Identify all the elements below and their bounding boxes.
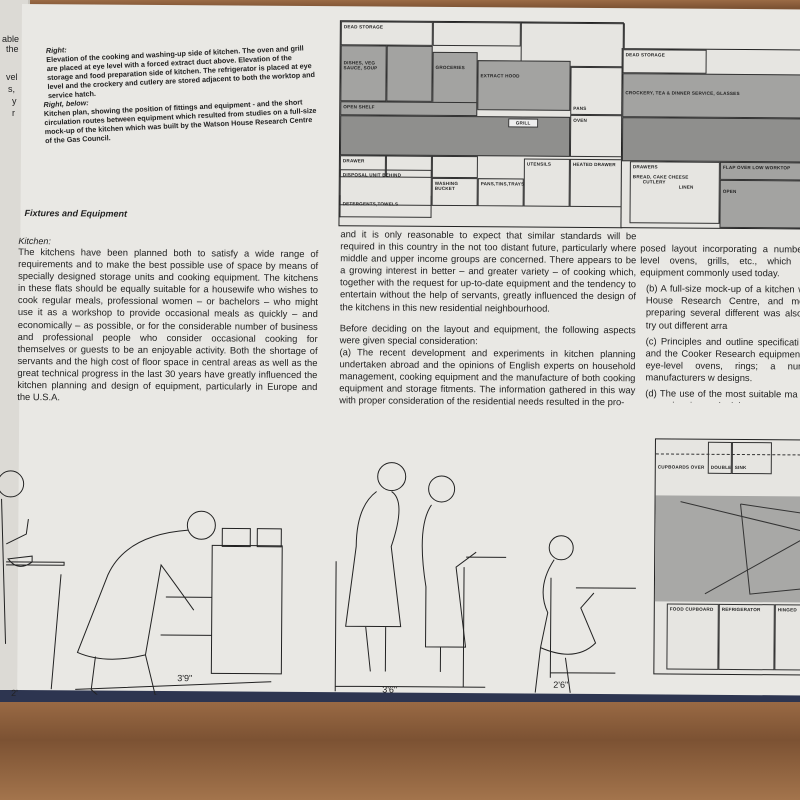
wooden-table-bottom	[0, 700, 800, 800]
cell	[621, 117, 800, 163]
label-sink: SINK	[731, 441, 772, 475]
label-extract-hood: EXTRACT HOOD	[477, 60, 571, 111]
fragment: able	[2, 34, 20, 44]
kitchen-plan: CUPBOARDS OVER DOUBLE SINK FOOD CUPBOARD…	[653, 438, 800, 676]
figure-standing-pair	[334, 462, 507, 692]
cell	[386, 45, 433, 102]
label-groceries: GROCERIES	[432, 51, 478, 109]
label-open-shelf: OPEN SHELF	[340, 101, 478, 117]
paragraph: posed layout incorporating a number of e…	[640, 242, 800, 279]
label-dishes: DISHES, VEG SAUCE, SOUP	[340, 45, 387, 102]
right-page: Right: Elevation of the cooking and wash…	[0, 4, 800, 699]
label-washing-bucket: WASHING BUCKET	[431, 177, 478, 207]
figure-mixing	[0, 470, 65, 690]
figure-seated	[534, 535, 636, 693]
label-grill: GRILL	[508, 118, 539, 128]
label-pans: PANS	[570, 66, 625, 116]
cell	[432, 21, 521, 47]
label-linen: LINEN	[678, 184, 694, 190]
label-crockery: CROCKERY, TEA & DINNER SERVICE, GLASSES	[622, 73, 800, 119]
fragment: the	[6, 44, 19, 54]
ergonomic-figures-illustration	[0, 462, 636, 699]
label-utensils: UTENSILS	[523, 158, 570, 207]
label-dead-storage: DEAD STORAGE	[622, 49, 707, 74]
fragment: s,	[8, 84, 16, 94]
label-hinged: HINGED	[774, 604, 800, 671]
paragraph: (a) The recent development and experimen…	[339, 346, 636, 408]
dimension-label: 2'	[11, 687, 18, 698]
figure-bending-oven	[75, 510, 283, 699]
circulation-lines	[680, 501, 800, 595]
label-refrigerator: REFRIGERATOR	[718, 603, 775, 671]
paragraph: (b) A full-size mock-up of a kitchen w W…	[645, 282, 800, 331]
plan-floor	[654, 495, 800, 603]
column-3: posed layout incorporating a number of e…	[639, 242, 800, 403]
storage-side-elevation: DEAD STORAGE CROCKERY, TEA & DINNER SERV…	[620, 48, 800, 230]
paragraph: and it is only reasonable to expect that…	[339, 228, 637, 314]
label-open: OPEN	[719, 179, 800, 229]
label-heated-drawer: HEATED DRAWER	[569, 158, 624, 208]
label-double: DOUBLE	[707, 441, 732, 474]
label-drawers: DRAWERS	[632, 164, 658, 170]
label-flap: FLAP OVER LOW WORKTOP	[719, 161, 800, 181]
label-cutlery: CUTLERY	[642, 179, 666, 185]
paragraph: (c) Principles and outline specificati f…	[645, 335, 800, 384]
paragraph: (d) The use of the most suitable ma a vi…	[645, 387, 800, 403]
paragraph: The kitchens have been planned both to s…	[17, 245, 319, 403]
cell	[431, 155, 478, 179]
dimension-label: 3'9"	[177, 673, 193, 684]
fragment: vel	[6, 72, 18, 82]
label-food-cupboard: FOOD CUPBOARD	[666, 603, 719, 670]
fragment: y	[12, 96, 17, 106]
section-heading: Fixtures and Equipment	[24, 208, 128, 219]
label-detergents: DETERGENTS,TOWELS	[339, 195, 432, 218]
fragment: r	[12, 108, 15, 118]
dimension-label: 3'6"	[382, 684, 398, 695]
column-1: Kitchen: The kitchens have been planned …	[17, 236, 318, 405]
label-pans-tins: PANS,TINS,TRAYS	[477, 178, 524, 207]
drawer-block: DRAWERS BREAD, CAKE CHEESE CUTLERY LINEN	[629, 161, 720, 224]
dimension-label: 2'6"	[553, 679, 569, 690]
label-dead-storage: DEAD STORAGE	[340, 21, 433, 46]
column-2: and it is only reasonable to expect that…	[339, 228, 636, 408]
cooking-side-elevation: DEAD STORAGE DISHES, VEG SAUCE, SOUP GRO…	[338, 20, 625, 229]
paragraph: Before deciding on the layout and equipm…	[339, 321, 636, 346]
label-oven: OVEN	[569, 114, 625, 158]
